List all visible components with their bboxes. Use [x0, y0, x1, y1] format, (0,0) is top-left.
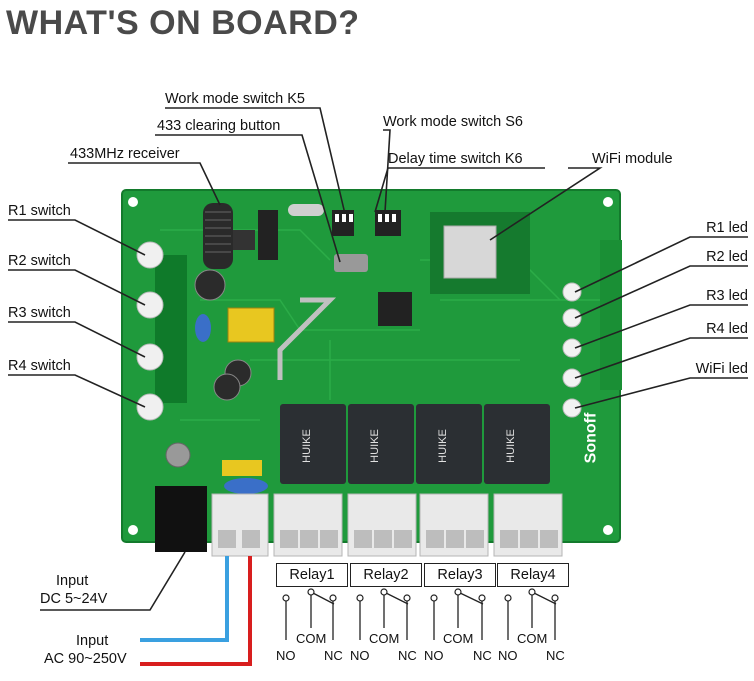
- ic-chip: [258, 210, 278, 260]
- brand-logo: Sonoff: [582, 412, 600, 464]
- mount-hole: [603, 197, 613, 207]
- main-mcu: [378, 292, 412, 326]
- relays: [280, 404, 550, 484]
- relay4-com: COM: [517, 631, 548, 646]
- capacitor: [213, 373, 241, 401]
- mount-hole: [128, 525, 138, 535]
- relay3-no: NO: [424, 648, 444, 663]
- crystal: [288, 204, 324, 216]
- relay1-nc: NC: [324, 648, 343, 663]
- relay4-label: Relay4: [497, 563, 569, 587]
- label-r4-switch: R4 switch: [8, 358, 71, 374]
- terminal-screws: [218, 530, 558, 548]
- dip-switch-k5: [332, 210, 354, 236]
- relay1-no: NO: [276, 648, 296, 663]
- leader-lines: [8, 107, 748, 611]
- wifi-shield: [443, 225, 497, 279]
- switch-buttons: [136, 241, 187, 421]
- label-input-dc-1: Input: [56, 573, 89, 589]
- label-433-receiver: 433MHz receiver: [70, 146, 180, 162]
- pcb-outline: [277, 297, 337, 380]
- label-input-ac-1: Input: [76, 633, 109, 649]
- blue-capacitor: [224, 478, 268, 494]
- capacitor: [194, 269, 226, 301]
- mount-hole: [128, 197, 138, 207]
- yellow-capacitor: [222, 460, 262, 476]
- relay-marking: HUIKE: [504, 429, 517, 463]
- relay1-com: COM: [296, 631, 327, 646]
- label-r1-switch: R1 switch: [8, 203, 71, 219]
- relay-switch-symbols: [285, 591, 557, 640]
- relay-marking: HUIKE: [368, 429, 381, 463]
- blue-capacitor: [195, 314, 211, 342]
- label-r4-led: R4 led: [706, 321, 748, 337]
- relay4-no: NO: [498, 648, 518, 663]
- relay2-no: NO: [350, 648, 370, 663]
- relay4-nc: NC: [546, 648, 565, 663]
- label-wifi-module: WiFi module: [592, 151, 673, 167]
- capacitor: [165, 442, 191, 468]
- dip-switch-s6: [375, 210, 401, 236]
- label-r1-led: R1 led: [706, 220, 748, 236]
- relay-marking: HUIKE: [300, 429, 313, 463]
- relay3-com: COM: [443, 631, 474, 646]
- label-work-mode-s6: Work mode switch S6: [383, 114, 523, 130]
- label-r2-led: R2 led: [706, 249, 748, 265]
- relay3-nc: NC: [473, 648, 492, 663]
- transformer: [227, 307, 275, 343]
- page-title: WHAT'S ON BOARD?: [6, 4, 360, 42]
- ac-wire-blue: [140, 556, 229, 642]
- ac-wire-red: [140, 556, 252, 666]
- label-r3-led: R3 led: [706, 288, 748, 304]
- relay2-label: Relay2: [350, 563, 422, 587]
- label-r2-switch: R2 switch: [8, 253, 71, 269]
- relay2-nc: NC: [398, 648, 417, 663]
- relay-switch-nodes: [282, 588, 559, 602]
- clearing-button: [334, 254, 368, 272]
- label-input-dc-2: DC 5~24V: [40, 591, 108, 607]
- label-input-ac-2: AC 90~250V: [44, 651, 127, 667]
- relay2-com: COM: [369, 631, 400, 646]
- leds: [562, 282, 582, 418]
- label-r3-switch: R3 switch: [8, 305, 71, 321]
- dc-jack: [155, 486, 207, 552]
- label-433-clearing: 433 clearing button: [157, 118, 281, 134]
- label-work-mode-k5: Work mode switch K5: [165, 91, 305, 107]
- ic-chip: [233, 230, 255, 250]
- label-wifi-led: WiFi led: [695, 361, 748, 377]
- relay-marking: HUIKE: [436, 429, 449, 463]
- relay3-label: Relay3: [424, 563, 496, 587]
- label-delay-k6: Delay time switch K6: [388, 151, 523, 167]
- mount-hole: [603, 525, 613, 535]
- relay1-label: Relay1: [276, 563, 348, 587]
